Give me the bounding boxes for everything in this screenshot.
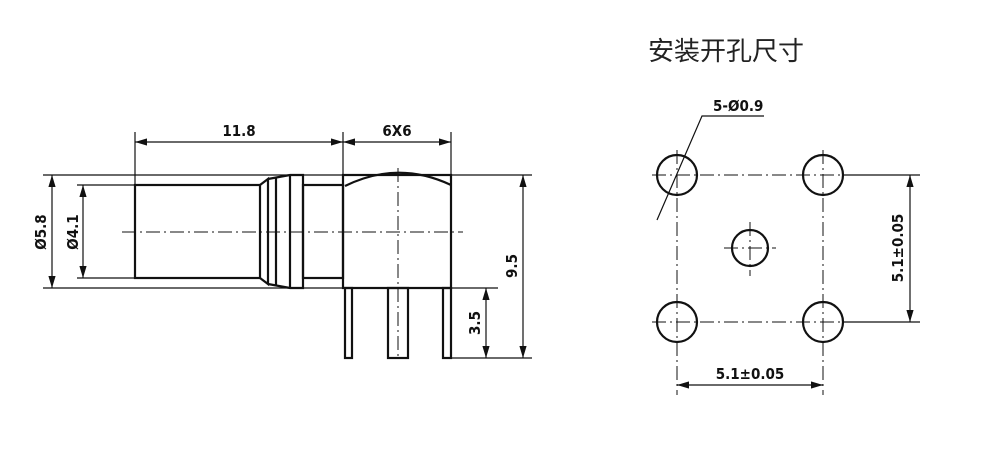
hole-pattern: 5-Ø0.9 5.1±0.05 5.1±0.05	[652, 97, 920, 395]
pin-length-label: 3.5	[466, 311, 484, 335]
body-size-label: 6X6	[382, 122, 411, 140]
horizontal-spacing-label: 5.1±0.05	[716, 365, 785, 383]
hole-label: 5-Ø0.9	[713, 97, 763, 115]
length-label: 11.8	[222, 122, 255, 140]
outer-diameter-label: Ø5.8	[32, 214, 50, 249]
mount-hole	[655, 300, 699, 344]
mount-hole	[801, 300, 845, 344]
center-hole	[730, 228, 770, 268]
mount-hole	[655, 153, 699, 197]
vertical-spacing-label: 5.1±0.05	[889, 214, 907, 283]
inner-diameter-label: Ø4.1	[64, 214, 82, 249]
mount-hole	[801, 153, 845, 197]
pin	[441, 286, 453, 360]
pin	[343, 286, 354, 360]
page-title: 安装开孔尺寸	[648, 37, 804, 67]
height-label: 9.5	[503, 254, 521, 278]
side-view: 11.8 6X6 Ø5.8 Ø4.1 9.5 3.5	[32, 122, 532, 360]
